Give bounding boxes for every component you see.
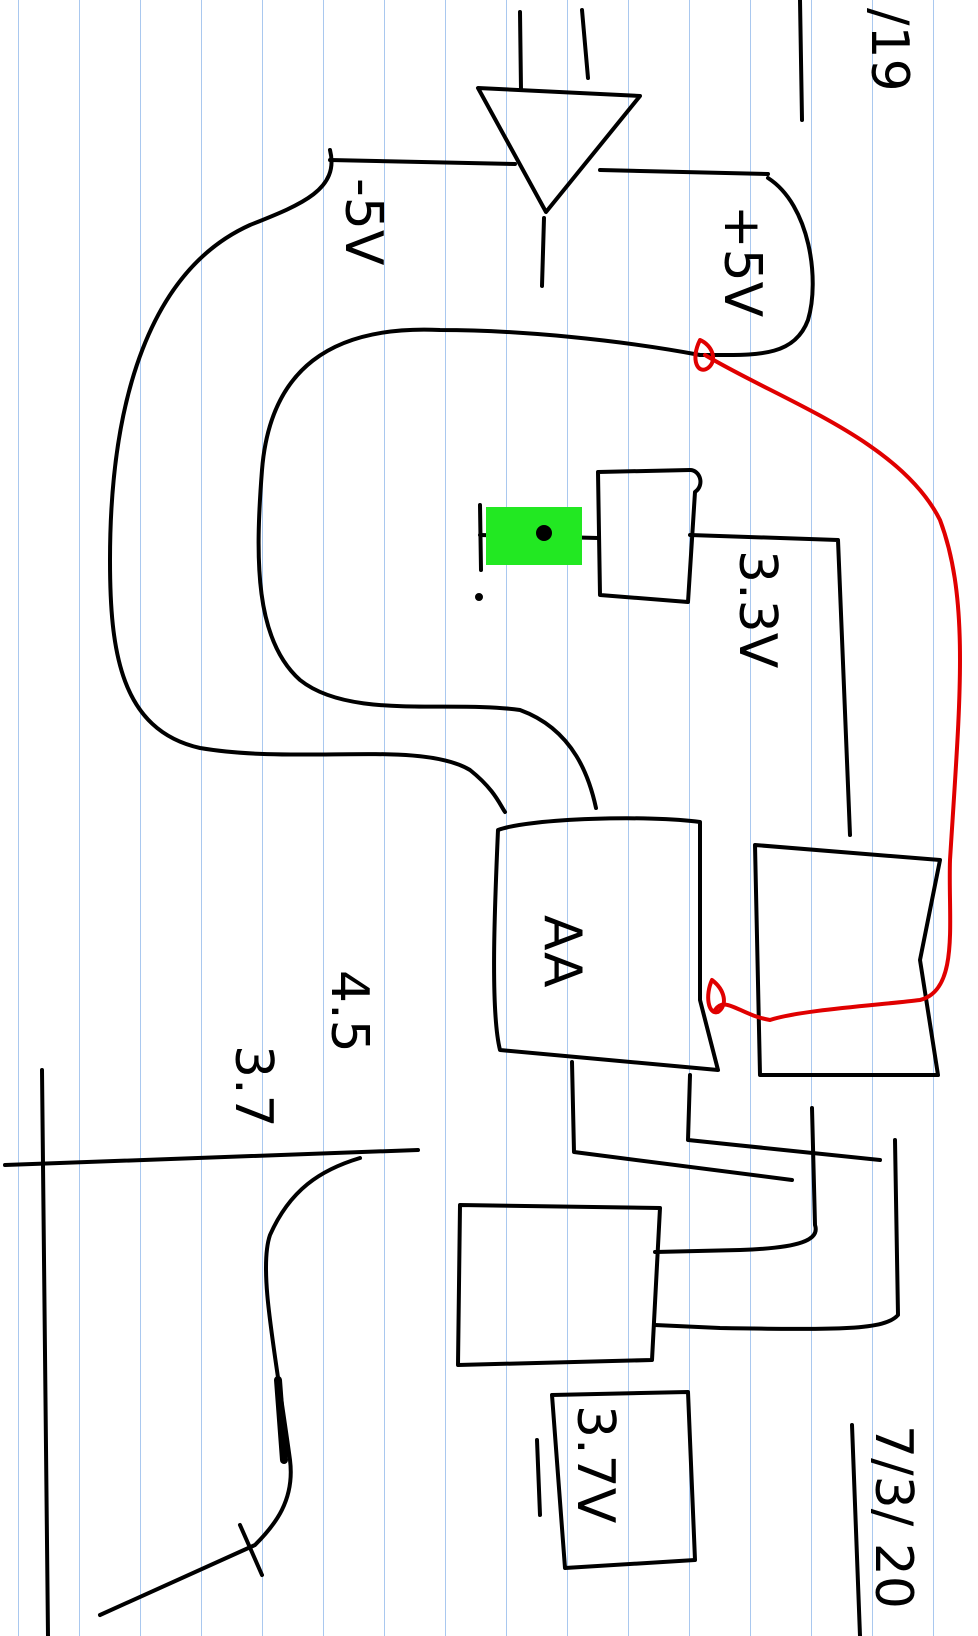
red-connection-loop: [693, 338, 716, 372]
ruled-line: [933, 0, 934, 1636]
battery-wire: [653, 1106, 818, 1254]
battery-wire: [686, 1073, 882, 1162]
top-right-rule-mark: [798, 0, 804, 122]
highlight-dot: [536, 525, 552, 541]
boxed-3v7-label: [550, 1390, 697, 1570]
regulator-output-wire: [688, 533, 852, 837]
ruled-line: [445, 0, 446, 1636]
op-amp-input-lead: [518, 10, 523, 92]
aa-label: AA: [532, 915, 592, 988]
lower-module-box: [456, 1203, 662, 1367]
regulator-box-3v3: [596, 468, 703, 604]
curve-end-mark: [238, 1523, 264, 1577]
ruled-line: [201, 0, 202, 1636]
side-tick: [535, 1438, 542, 1517]
positive-supply-loop: [698, 176, 815, 357]
red-wire: [703, 353, 962, 1022]
negative-supply-wire: [108, 148, 507, 814]
bottom-right-rule-mark: [850, 1423, 862, 1636]
curve-thick-section: [274, 1376, 288, 1464]
ruled-line: [689, 0, 690, 1636]
battery-wire: [570, 1060, 794, 1182]
ruled-line: [262, 0, 263, 1636]
dot-mark: [475, 593, 483, 601]
4v5-label: 4.5: [319, 970, 379, 1053]
3v7-boxed-label: 3.7V: [565, 1405, 625, 1524]
ruled-line: [18, 0, 19, 1636]
3v3-label: 3.3V: [727, 550, 787, 669]
ruled-line: [811, 0, 812, 1636]
ruled-line: [384, 0, 385, 1636]
positive-rail-line: [598, 168, 770, 176]
negative-rail-line: [328, 158, 517, 166]
minus-5v-label: -5V: [333, 178, 393, 266]
green-highlight: [486, 507, 582, 565]
op-amp-output-lead: [540, 216, 546, 288]
date-top-label: /19: [859, 8, 919, 92]
ruled-line: [79, 0, 80, 1636]
ruled-line: [750, 0, 751, 1636]
plus-5v-label: +5V: [712, 205, 772, 318]
graph-axis-horizontal: [3, 1148, 420, 1167]
ruled-line: [140, 0, 141, 1636]
date-bottom-label: 7/3/ 20: [863, 1425, 923, 1609]
discharge-curve: [98, 1156, 362, 1617]
graph-axis-vertical: [40, 1068, 50, 1636]
inner-supply-wire: [256, 327, 702, 810]
3v7-small-label: 3.7: [223, 1045, 283, 1128]
op-amp-symbol: [476, 86, 642, 214]
ground-mark: [478, 503, 483, 572]
aa-battery-box: [492, 816, 720, 1072]
battery-wire: [653, 1138, 900, 1331]
op-amp-input-lead: [580, 8, 590, 80]
ruled-line: [506, 0, 507, 1636]
right-battery-box: [753, 843, 942, 1077]
ruled-line: [323, 0, 324, 1636]
ruled-line: [872, 0, 873, 1636]
red-connection-loop: [706, 978, 726, 1015]
